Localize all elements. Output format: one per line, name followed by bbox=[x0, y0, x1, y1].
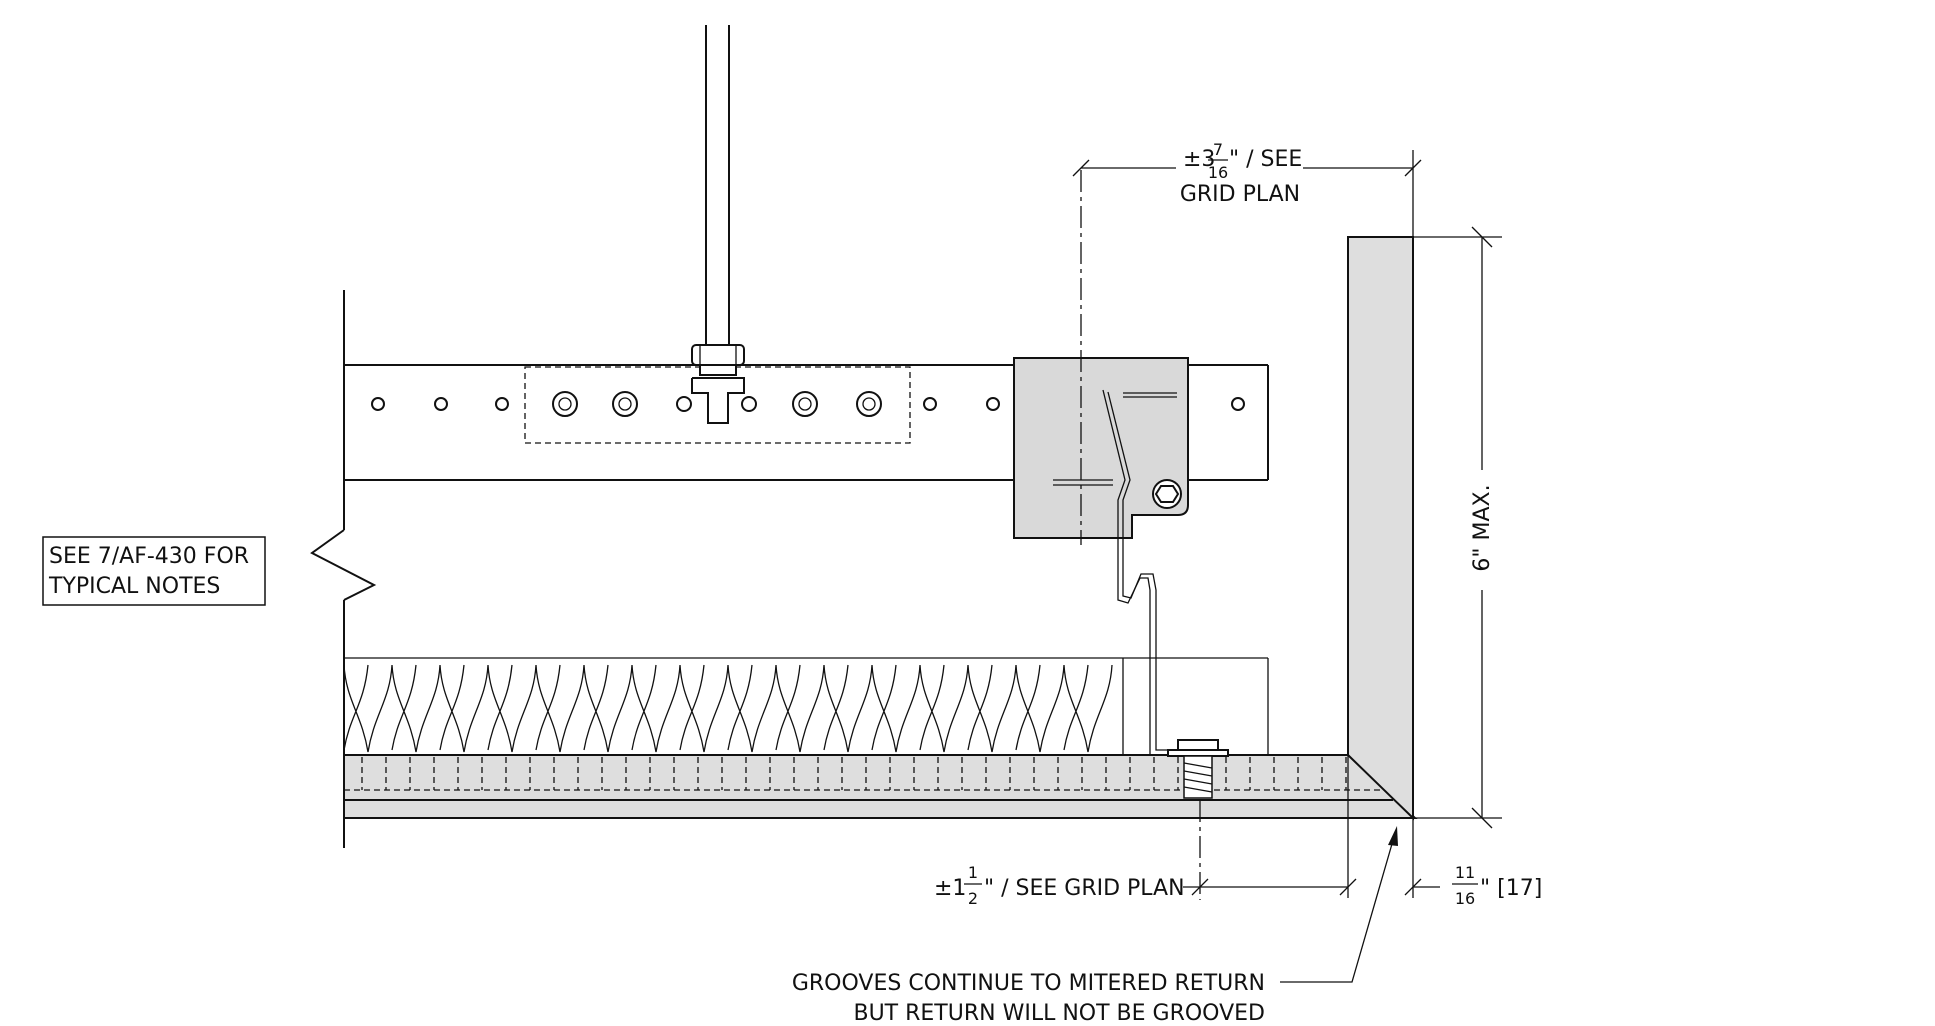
notes-line-1: SEE 7/AF-430 FOR bbox=[49, 544, 249, 569]
channel-hole bbox=[495, 397, 509, 411]
rivet bbox=[552, 391, 578, 417]
rivet bbox=[856, 391, 882, 417]
grid-clip bbox=[1013, 357, 1189, 545]
grooves-note-line-1: GROOVES CONTINUE TO MITERED RETURN bbox=[792, 971, 1265, 996]
insulation-pattern bbox=[343, 664, 1113, 753]
notes-line-2: TYPICAL NOTES bbox=[48, 574, 220, 599]
suspension-clip bbox=[1117, 545, 1168, 756]
carrier-channel bbox=[344, 364, 1269, 481]
channel-hole bbox=[986, 397, 1000, 411]
bottom-dim-num: 1 bbox=[968, 863, 978, 882]
top-dim-suffix: " / SEE bbox=[1229, 147, 1302, 172]
channel-hole bbox=[1231, 397, 1245, 411]
channel-hole bbox=[923, 397, 937, 411]
panel-screw bbox=[1167, 739, 1229, 799]
top-dim-den: 16 bbox=[1208, 163, 1228, 182]
batt-insulation bbox=[343, 657, 1269, 755]
top-dimension: ±3 7 16 " / SEE GRID PLAN bbox=[1072, 140, 1422, 237]
top-dim-num: 7 bbox=[1213, 140, 1223, 159]
hanger-nut-clip bbox=[676, 344, 757, 424]
right-dim-den: 16 bbox=[1455, 889, 1475, 908]
channel-hole bbox=[371, 397, 385, 411]
right-dim-suffix: " [17] bbox=[1480, 876, 1542, 901]
bottom-dim-whole: ±1 bbox=[934, 876, 966, 901]
hanger-rod bbox=[705, 25, 730, 345]
rivet bbox=[612, 391, 638, 417]
right-dim-num: 11 bbox=[1455, 863, 1475, 882]
mitered-return bbox=[1347, 236, 1414, 821]
rivet bbox=[792, 391, 818, 417]
bottom-dim-suffix: " / SEE GRID PLAN bbox=[984, 876, 1185, 901]
typical-notes-box: SEE 7/AF-430 FOR TYPICAL NOTES bbox=[42, 536, 266, 606]
bottom-dim-den: 2 bbox=[968, 889, 978, 908]
grooves-note-line-2: BUT RETURN WILL NOT BE GROOVED bbox=[853, 1001, 1265, 1026]
channel-hole bbox=[434, 397, 448, 411]
vertical-dimension: 6" MAX. bbox=[1413, 226, 1502, 829]
ceiling-panel bbox=[343, 754, 1418, 819]
bottom-dimensions: ±1 1 2 " / SEE GRID PLAN 11 16 " [17] bbox=[934, 818, 1542, 908]
top-dim-line2: GRID PLAN bbox=[1180, 182, 1300, 207]
grooves-callout: GROOVES CONTINUE TO MITERED RETURN BUT R… bbox=[792, 826, 1398, 1026]
vertical-dim-label: 6" MAX. bbox=[1470, 484, 1495, 571]
